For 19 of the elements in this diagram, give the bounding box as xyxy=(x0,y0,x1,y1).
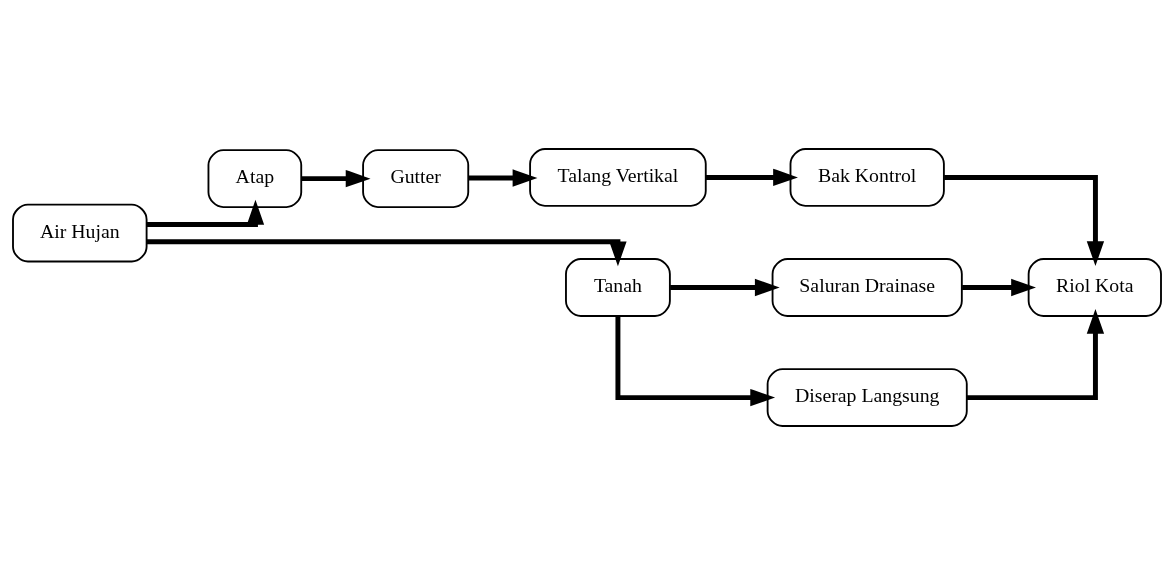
node-box: Diserap Langsung xyxy=(766,367,968,427)
node-box: Tanah xyxy=(565,257,671,317)
arrow xyxy=(146,238,627,266)
node-box: Saluran Drainase xyxy=(771,257,963,317)
node-box: Talang Vertikal xyxy=(529,147,707,207)
arrow xyxy=(146,199,265,227)
arrow xyxy=(670,278,780,296)
arrow xyxy=(944,174,1105,266)
arrow xyxy=(967,308,1105,400)
node-box: Air Hujan xyxy=(12,203,148,262)
node-box: Bak Kontrol xyxy=(789,147,945,207)
arrow xyxy=(705,168,798,186)
arrow xyxy=(962,278,1036,296)
node-box: Atap xyxy=(207,148,303,208)
arrow xyxy=(615,315,776,406)
node-box: Gutter xyxy=(362,148,470,208)
node-box: Riol Kota xyxy=(1027,257,1162,317)
arrow xyxy=(301,169,371,187)
arrow xyxy=(468,168,538,187)
